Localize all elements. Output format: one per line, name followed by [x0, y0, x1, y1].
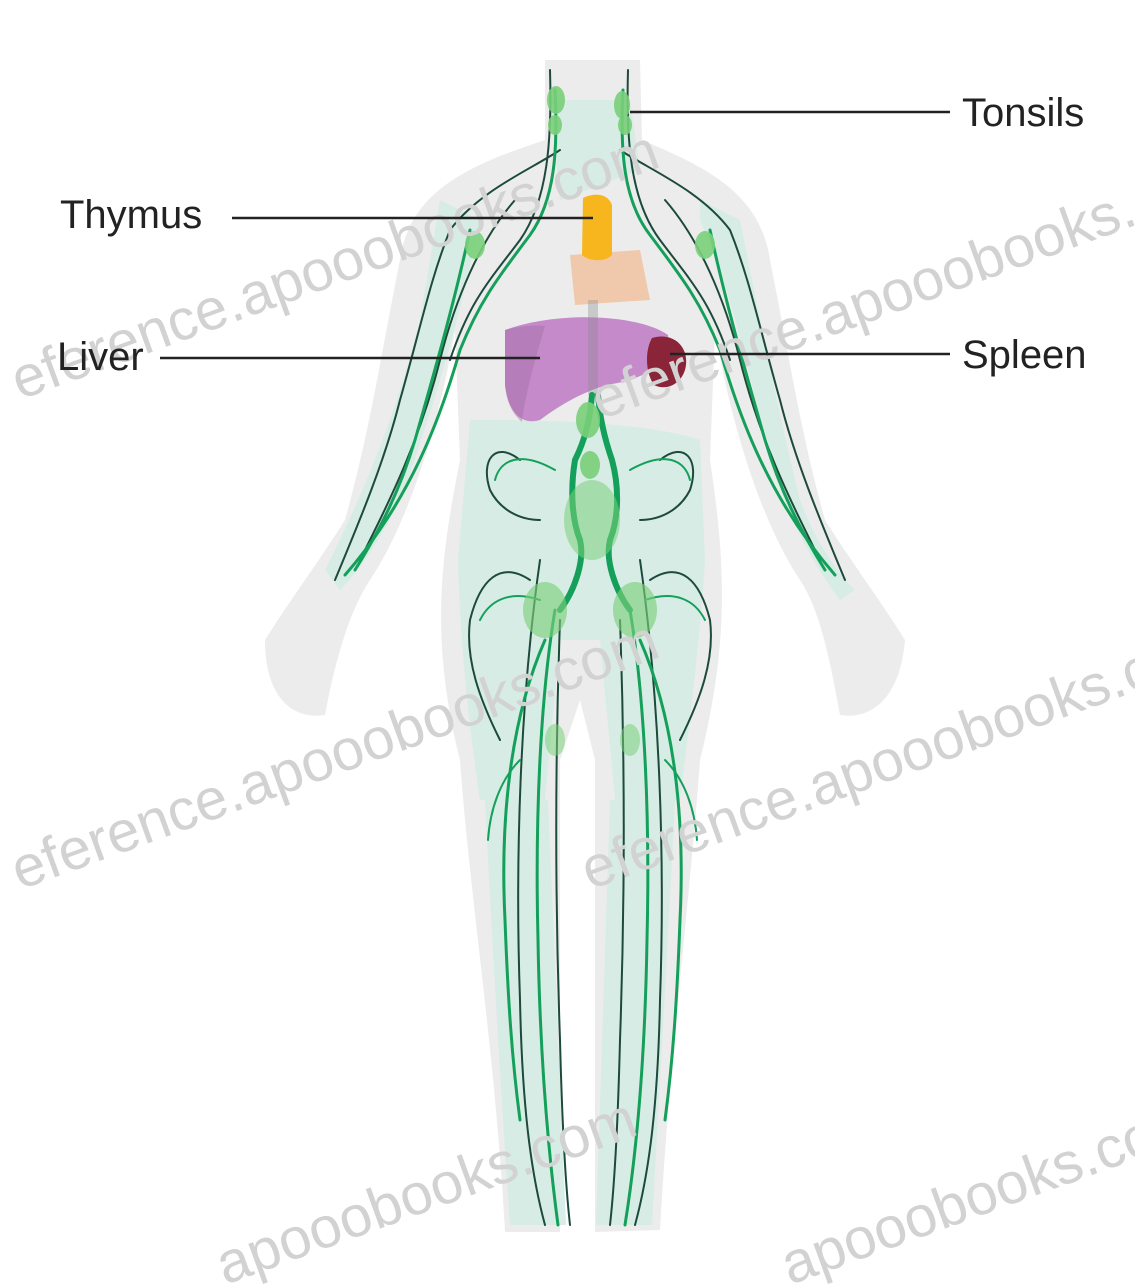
thymus-label: Thymus [60, 193, 202, 237]
pelvic-node-cluster [564, 480, 620, 560]
heart-area [570, 250, 650, 305]
popliteal-node-right [620, 724, 640, 756]
watermark-text: apooobooks.com [207, 1085, 644, 1287]
watermark-text: apooobooks.com [772, 1085, 1135, 1287]
popliteal-node-left [545, 724, 565, 756]
axillary-node-right [695, 231, 715, 259]
tonsil-node-left [547, 86, 565, 114]
cervical-node-left [548, 115, 562, 135]
tonsils-label: Tonsils [962, 91, 1084, 135]
tonsil-node-right [614, 91, 630, 119]
liver-label: Liver [57, 335, 144, 379]
abdominal-node [580, 451, 600, 479]
inguinal-node-left [523, 582, 567, 638]
spleen-label: Spleen [962, 333, 1087, 377]
